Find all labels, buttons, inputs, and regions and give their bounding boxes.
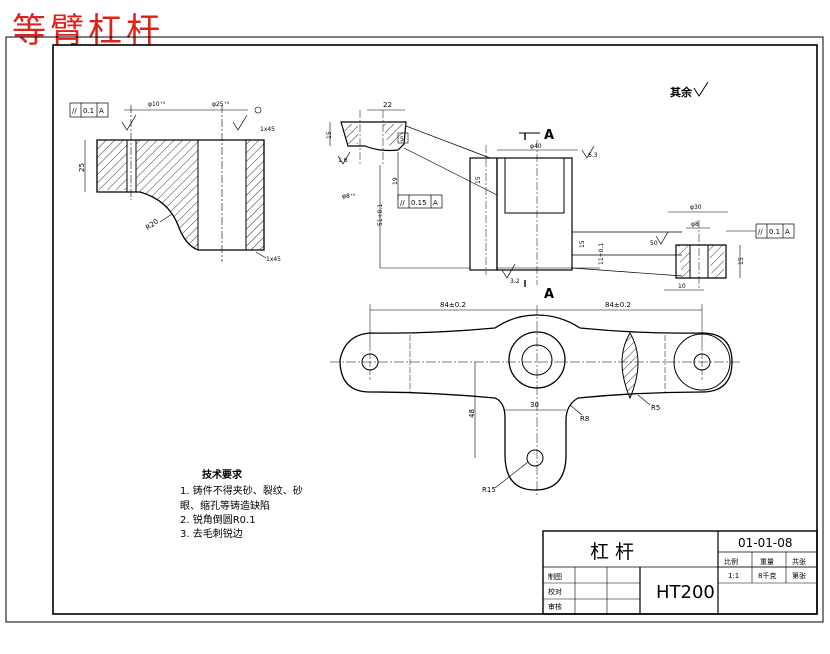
- title-block: 杠 杆 01-01-08 HT200 比例 重量 共张 1:1 8千克 第张 制…: [542, 530, 818, 615]
- dim-19: 19: [392, 177, 399, 185]
- section-A-bottom: A: [544, 287, 554, 302]
- dim-84-right: 84±0.2: [605, 301, 631, 309]
- dim-48: 48: [468, 409, 476, 418]
- dim-phi40: φ40: [530, 143, 542, 150]
- dim-R15: R15: [482, 486, 496, 494]
- roughness-symbol-icon: [693, 81, 709, 97]
- roughness-mark-icon: [232, 114, 248, 131]
- svg-text:A: A: [99, 107, 104, 115]
- dim-25-left: 25: [78, 163, 86, 172]
- part-name: 杠 杆: [590, 541, 634, 563]
- value-weight: 8千克: [758, 571, 776, 580]
- material-label: HT200: [656, 582, 715, 603]
- tol-mid-value: 0.15: [411, 199, 427, 207]
- left-section-view: φ10⁺⁰ φ25⁺⁰ 1x45 25 R20 1x45: [78, 101, 281, 263]
- header-scale: 比例: [724, 557, 738, 566]
- dim-height: 51+0.1: [377, 204, 384, 226]
- roughness-mark-icon: [581, 145, 595, 159]
- ra-3-2: 3.2: [510, 278, 520, 285]
- notes-heading: 技术要求: [202, 468, 243, 481]
- note-line-3: 2. 锐角倒圆R0.1: [180, 513, 256, 526]
- row-audit: 审核: [548, 602, 562, 611]
- note-line-2: 眼、缩孔等铸造缺陷: [180, 499, 270, 512]
- tolerance-frame-left: // 0.1 A: [69, 102, 109, 118]
- dim-84-left: 84±0.2: [440, 301, 466, 309]
- header-sheet: 共张: [792, 557, 806, 566]
- roughness-note: 其余: [670, 85, 693, 99]
- tol-right-symbol: //: [758, 228, 763, 236]
- roughness-mark-icon: [501, 263, 516, 279]
- ra-1-6: 1.6: [338, 157, 348, 164]
- dim-15-mid: 15: [326, 131, 333, 139]
- tol-mid-datum: A: [433, 199, 438, 207]
- svg-text://: //: [72, 107, 77, 115]
- row-draw: 制图: [548, 572, 562, 581]
- header-weight: 重量: [760, 558, 774, 566]
- dim-chamfer-bottom: 1x45: [266, 256, 281, 263]
- dim-phi30: φ30: [690, 204, 702, 211]
- dim-phi25: φ25⁺⁰: [212, 101, 230, 108]
- dim-R20: R20: [144, 218, 160, 232]
- value-sheet: 第张: [792, 571, 806, 580]
- dim-11: 11+0.1: [598, 243, 605, 265]
- dim-10: 10: [678, 283, 686, 290]
- inner-frame: [52, 44, 818, 615]
- drawing-title: 等臂杠杆: [12, 11, 164, 51]
- middle-view: 22 15 5 φ8⁺⁰ 51+0.1 19 // 0.15 A φ40 15 …: [326, 101, 683, 302]
- dim-15-side: 15: [475, 176, 482, 184]
- plan-view: 84±0.2 84±0.2 48 30 R8 R5 R15: [330, 301, 740, 495]
- dim-15-right: 15: [738, 257, 745, 265]
- roughness-mark-icon: [337, 151, 351, 165]
- dim-phi8: φ8⁺⁰: [342, 193, 356, 200]
- drawing-number: 01-01-08: [738, 536, 792, 550]
- tol-right-value: 0.1: [769, 228, 780, 236]
- dim-R5: R5: [651, 404, 660, 412]
- ra-6-3: 6.3: [588, 152, 598, 159]
- outer-frame: [5, 36, 824, 623]
- dim-50: 50: [650, 240, 658, 247]
- dim-phi10: φ10⁺⁰: [148, 101, 166, 108]
- roughness-mark-icon: [121, 114, 137, 131]
- right-detail-view: φ30 φ8 15 10 50 // 0.1 A: [650, 204, 795, 291]
- technical-notes: 技术要求 1. 铸件不得夹砂、裂纹、砂 眼、缩孔等铸造缺陷 2. 锐角倒圆R0.…: [180, 468, 303, 540]
- note-line-4: 3. 去毛刺锐边: [180, 527, 243, 540]
- section-A-top: A: [544, 128, 554, 143]
- roughness-mark-icon: [655, 231, 669, 245]
- svg-text:0.1: 0.1: [83, 107, 94, 115]
- datum-A-icon: [254, 106, 262, 114]
- dim-R8: R8: [580, 415, 589, 423]
- dim-5: 5: [400, 136, 404, 143]
- dim-30: 30: [530, 401, 539, 409]
- value-scale: 1:1: [728, 572, 739, 580]
- dim-chamfer-top: 1x45: [260, 126, 275, 133]
- dim-22: 22: [383, 101, 392, 109]
- tol-right-datum: A: [785, 228, 790, 236]
- row-check: 校对: [548, 587, 562, 596]
- dim-15-b: 15: [579, 240, 586, 248]
- note-line-1: 1. 铸件不得夹砂、裂纹、砂: [180, 484, 303, 497]
- tol-mid-symbol: //: [400, 199, 405, 207]
- dim-phi8-right: φ8: [691, 221, 699, 228]
